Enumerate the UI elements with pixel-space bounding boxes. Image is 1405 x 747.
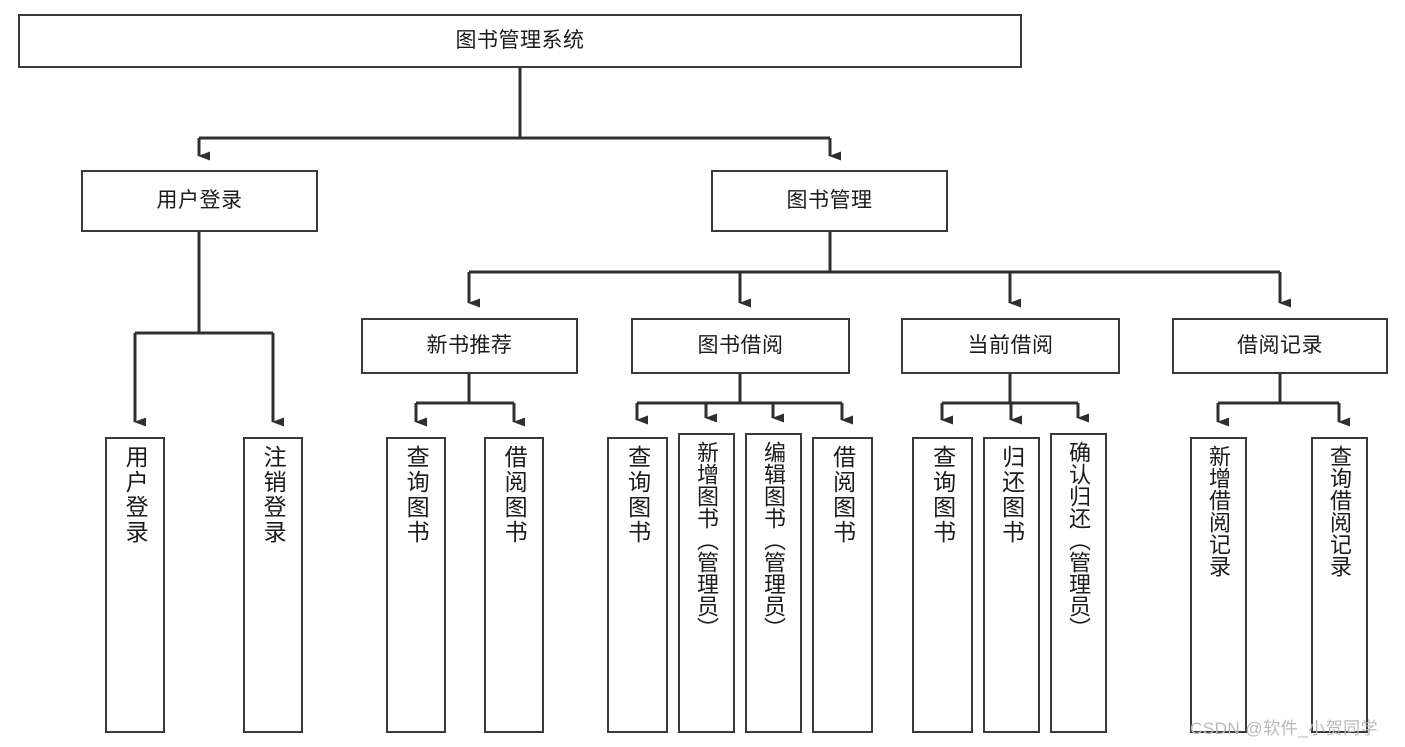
- node-leaf-add-borrow-record-label: 新增借阅记录: [1206, 445, 1232, 577]
- node-book-borrow[interactable]: 图书借阅: [631, 318, 850, 374]
- node-leaf-confirm-return-admin-label: 确认归还（管理员）: [1066, 441, 1092, 639]
- node-leaf-query-borrow-record-label: 查询借阅记录: [1327, 445, 1353, 577]
- node-leaf-query-book-recommend[interactable]: 查询图书: [386, 437, 446, 733]
- node-book-management-label: 图书管理: [786, 188, 873, 212]
- node-leaf-logout-login[interactable]: 注销登录: [243, 437, 303, 733]
- node-leaf-query-borrow-record[interactable]: 查询借阅记录: [1311, 437, 1368, 733]
- node-user-login[interactable]: 用户登录: [81, 170, 318, 232]
- node-user-login-label: 用户登录: [156, 188, 243, 212]
- node-leaf-borrow-book-recommend-label: 借阅图书: [501, 445, 528, 545]
- node-leaf-edit-book-admin-label: 编辑图书（管理员）: [761, 441, 787, 639]
- node-leaf-return-book[interactable]: 归还图书: [983, 437, 1040, 733]
- node-leaf-borrow-book[interactable]: 借阅图书: [812, 437, 873, 733]
- node-new-book-recommend-label: 新书推荐: [426, 333, 513, 357]
- node-leaf-add-book-admin-label: 新增图书（管理员）: [694, 441, 720, 639]
- node-leaf-confirm-return-admin[interactable]: 确认归还（管理员）: [1050, 433, 1107, 733]
- node-leaf-query-book-current-label: 查询图书: [929, 445, 956, 545]
- node-leaf-add-book-admin[interactable]: 新增图书（管理员）: [678, 433, 735, 733]
- node-leaf-edit-book-admin[interactable]: 编辑图书（管理员）: [745, 433, 802, 733]
- node-leaf-user-login[interactable]: 用户登录: [105, 437, 165, 733]
- node-leaf-query-book-borrow-label: 查询图书: [624, 445, 651, 545]
- node-leaf-query-book-borrow[interactable]: 查询图书: [607, 437, 668, 733]
- node-root-label: 图书管理系统: [455, 28, 585, 52]
- node-book-borrow-label: 图书借阅: [697, 333, 784, 357]
- node-leaf-query-book-recommend-label: 查询图书: [403, 445, 430, 545]
- node-root[interactable]: 图书管理系统: [18, 14, 1022, 68]
- node-leaf-add-borrow-record[interactable]: 新增借阅记录: [1190, 437, 1247, 733]
- node-leaf-borrow-book-recommend[interactable]: 借阅图书: [484, 437, 544, 733]
- node-current-borrow-label: 当前借阅: [967, 333, 1054, 357]
- watermark: CSDN @软件_小贺同学: [1190, 719, 1379, 738]
- node-leaf-return-book-label: 归还图书: [998, 445, 1025, 545]
- node-borrow-record-label: 借阅记录: [1237, 333, 1323, 357]
- node-book-management[interactable]: 图书管理: [711, 170, 948, 232]
- node-leaf-query-book-current[interactable]: 查询图书: [912, 437, 973, 733]
- node-leaf-borrow-book-label: 借阅图书: [829, 445, 856, 545]
- node-leaf-logout-login-label: 注销登录: [260, 445, 287, 545]
- node-current-borrow[interactable]: 当前借阅: [901, 318, 1120, 374]
- node-new-book-recommend[interactable]: 新书推荐: [361, 318, 578, 374]
- node-leaf-user-login-label: 用户登录: [122, 445, 149, 545]
- node-borrow-record[interactable]: 借阅记录: [1172, 318, 1388, 374]
